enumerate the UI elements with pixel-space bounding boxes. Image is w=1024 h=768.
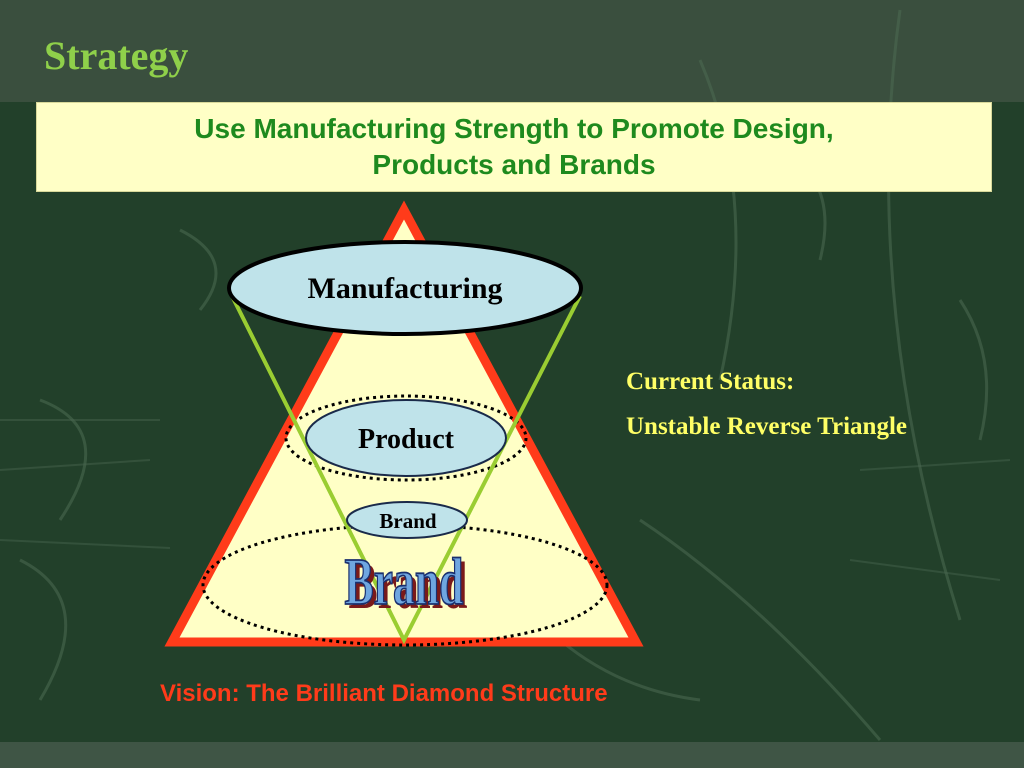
current-status-label: Current Status: bbox=[626, 368, 795, 395]
brand-zone-ellipse bbox=[201, 523, 609, 647]
manufacturing-ellipse bbox=[227, 240, 583, 336]
slide-title: Strategy bbox=[44, 33, 189, 78]
brand-small-label: Brand bbox=[379, 509, 437, 533]
subtitle-banner: Use Manufacturing Strength to Promote De… bbox=[36, 102, 992, 192]
brand-large-shadow: Brand bbox=[349, 550, 468, 624]
reverse-triangle bbox=[230, 295, 582, 645]
product-ellipse bbox=[305, 399, 507, 477]
brand-small-ellipse bbox=[346, 501, 468, 539]
product-label: Product bbox=[358, 424, 455, 455]
subtitle-line-2: Products and Brands bbox=[372, 149, 656, 180]
subtitle-line-1: Use Manufacturing Strength to Promote De… bbox=[194, 113, 834, 144]
current-status-value: Unstable Reverse Triangle bbox=[626, 413, 907, 440]
vision-caption: Vision: The Brilliant Diamond Structure bbox=[160, 680, 608, 707]
brand-large-label: Brand bbox=[345, 546, 464, 620]
product-zone-ellipse bbox=[284, 394, 528, 482]
manufacturing-label: Manufacturing bbox=[308, 272, 503, 305]
